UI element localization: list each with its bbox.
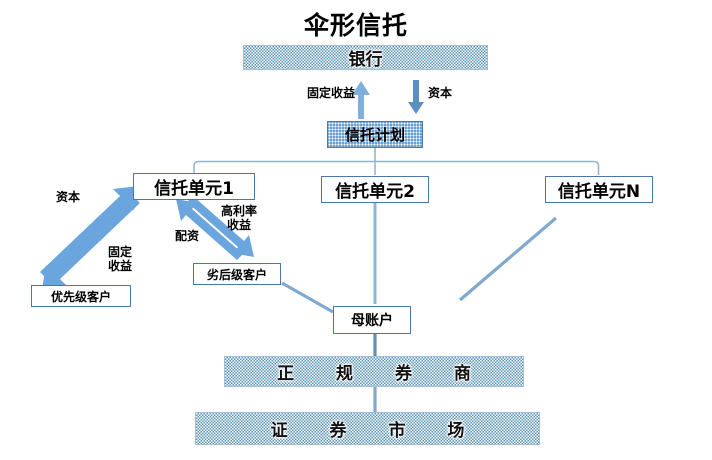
arrow-senior-fixed-income <box>42 196 140 289</box>
node-trust-unit-1[interactable]: 信托单元1 <box>133 173 255 200</box>
label-senior-fixed-income: 固定 收益 <box>107 245 132 274</box>
node-market[interactable]: 证 券 市 场 <box>195 412 540 445</box>
node-trust-plan[interactable]: 信托计划 <box>327 121 423 148</box>
arrow-senior-capital <box>40 186 138 279</box>
node-trust-unit-2-label: 信托单元2 <box>335 182 415 202</box>
node-trust-plan-label: 信托计划 <box>344 126 405 144</box>
label-bank-capital: 资本 <box>428 86 453 100</box>
label-senior-capital: 资本 <box>55 190 80 204</box>
node-senior-client[interactable]: 优先级客户 <box>31 285 131 307</box>
label-sub-financing: 配资 <box>174 229 199 243</box>
node-bank-label: 银行 <box>348 50 383 70</box>
page-title: 伞形信托 <box>303 11 408 40</box>
node-subordinate-client[interactable]: 劣后级客户 <box>193 263 281 285</box>
node-parent-account-label: 母账户 <box>351 313 393 329</box>
node-bank[interactable]: 银行 <box>243 45 488 70</box>
connector-sub-parent <box>281 281 334 314</box>
node-subordinate-client-label: 劣后级客户 <box>206 267 267 282</box>
node-trust-unit-n[interactable]: 信托单元N <box>545 176 653 203</box>
arrow-capital-down <box>408 80 424 114</box>
node-trust-unit-1-label: 信托单元1 <box>154 179 234 199</box>
arrow-sub-high-yield <box>187 196 254 257</box>
connector-bracket <box>193 160 600 175</box>
node-broker[interactable]: 正 规 券 商 <box>224 356 524 387</box>
node-broker-label: 正 规 券 商 <box>277 364 489 384</box>
node-parent-account[interactable]: 母账户 <box>333 306 411 334</box>
node-trust-unit-n-label: 信托单元N <box>557 182 641 202</box>
arrow-fixed-income-up <box>352 81 370 119</box>
node-trust-unit-2[interactable]: 信托单元2 <box>321 176 429 203</box>
node-senior-client-label: 优先级客户 <box>50 289 111 304</box>
arrow-sub-financing <box>176 199 243 260</box>
node-market-label: 证 券 市 场 <box>270 421 483 441</box>
label-bank-fixed-income: 固定收益 <box>306 86 355 100</box>
connector-unitn-parent <box>458 216 558 302</box>
label-sub-high-yield: 高利率 收益 <box>220 204 257 233</box>
